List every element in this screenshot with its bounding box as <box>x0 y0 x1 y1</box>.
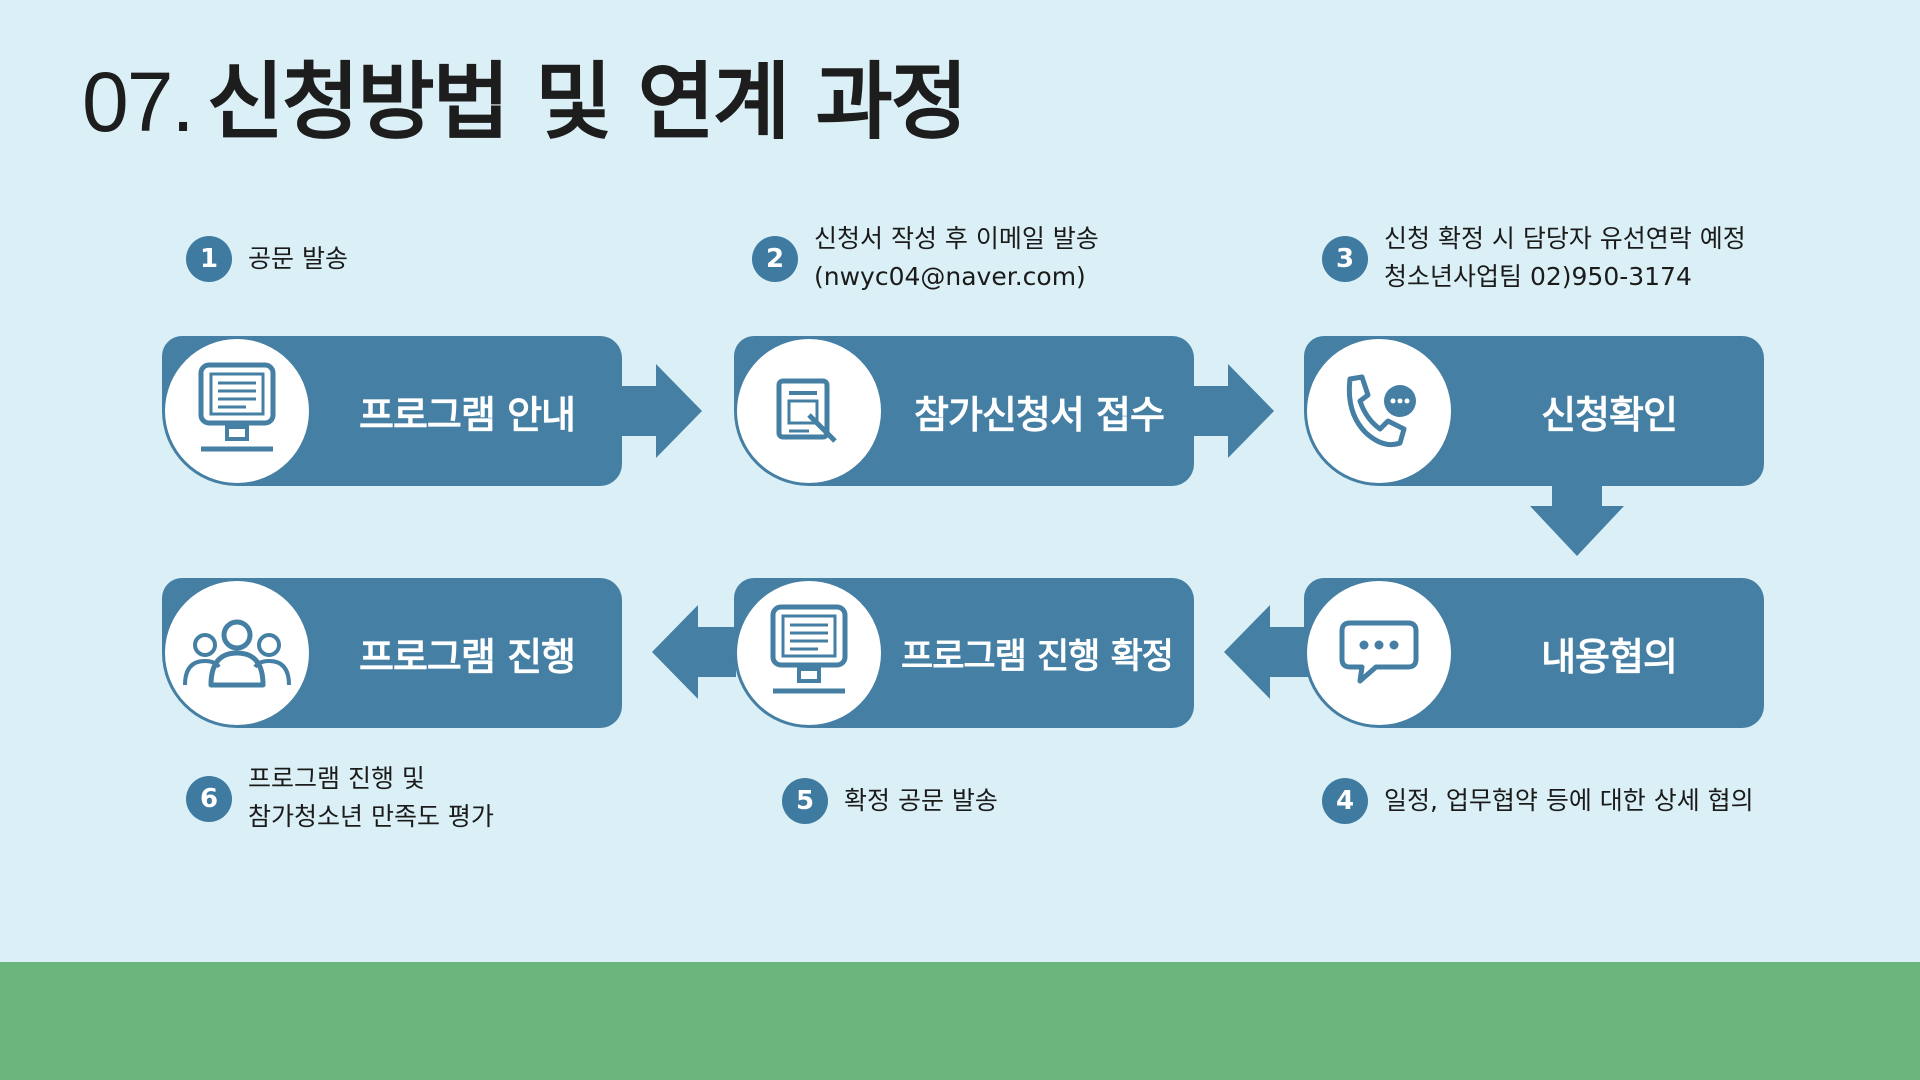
monitor-icon <box>737 581 881 725</box>
step-badge: 6 <box>186 776 232 822</box>
people-group-icon <box>165 581 309 725</box>
phone-chat-icon <box>1307 339 1451 483</box>
card-label: 프로그램 진행 <box>359 634 576 679</box>
step-text-line1: 확정 공문 발송 <box>844 786 998 815</box>
step-badge: 5 <box>782 778 828 824</box>
step-badge: 4 <box>1322 778 1368 824</box>
flow-card-program-progress: 프로그램 진행 <box>162 578 622 728</box>
monitor-icon <box>165 339 309 483</box>
step-badge: 1 <box>186 236 232 282</box>
step-badge: 3 <box>1322 236 1368 282</box>
flow-card-consultation: 내용협의 <box>1304 578 1764 728</box>
card-label: 프로그램 진행 확정 <box>901 636 1174 677</box>
card-label: 참가신청서 접수 <box>914 392 1165 437</box>
step-badge: 2 <box>752 236 798 282</box>
step-1: 1 공문 발송 <box>186 236 348 282</box>
flow-card-progress-confirm: 프로그램 진행 확정 <box>734 578 1194 728</box>
step-4: 4 일정, 업무협약 등에 대한 상세 협의 <box>1322 778 1754 824</box>
flow-card-application-receipt: 참가신청서 접수 <box>734 336 1194 486</box>
flow-card-program-guide: 프로그램 안내 <box>162 336 622 486</box>
speech-bubble-icon <box>1307 581 1451 725</box>
step-2: 2 신청서 작성 후 이메일 발송 (nwyc04@naver.com) <box>752 220 1099 296</box>
step-text-line2: 청소년사업팀 02)950-3174 <box>1384 262 1692 291</box>
card-label: 신청확인 <box>1541 392 1678 437</box>
step-5: 5 확정 공문 발송 <box>782 778 998 824</box>
title-text: 신청방법 및 연계 과정 <box>206 53 968 151</box>
step-text-line2: (nwyc04@naver.com) <box>814 262 1086 291</box>
step-text-line1: 신청서 작성 후 이메일 발송 <box>814 224 1099 253</box>
step-3: 3 신청 확정 시 담당자 유선연락 예정 청소년사업팀 02)950-3174 <box>1322 220 1746 296</box>
title-number: 07. <box>82 55 195 149</box>
flow-card-application-confirm: 신청확인 <box>1304 336 1764 486</box>
footer-band <box>0 962 1920 1080</box>
step-text-line2: 참가청소년 만족도 평가 <box>248 802 494 831</box>
step-text-line1: 공문 발송 <box>248 244 348 273</box>
step-text-line1: 신청 확정 시 담당자 유선연락 예정 <box>1384 224 1746 253</box>
page-title: 07.신청방법 및 연계 과정 <box>82 52 968 152</box>
card-label: 프로그램 안내 <box>359 392 576 437</box>
card-label: 내용협의 <box>1541 634 1678 679</box>
arrow-left-icon <box>652 605 736 699</box>
arrow-left-icon <box>1224 605 1308 699</box>
arrow-down-icon <box>1530 486 1624 556</box>
step-text-line1: 일정, 업무협약 등에 대한 상세 협의 <box>1384 786 1754 815</box>
arrow-right-icon <box>1190 364 1274 458</box>
step-6: 6 프로그램 진행 및 참가청소년 만족도 평가 <box>186 760 494 836</box>
document-icon <box>737 339 881 483</box>
step-text-line1: 프로그램 진행 및 <box>248 764 425 793</box>
arrow-right-icon <box>618 364 702 458</box>
